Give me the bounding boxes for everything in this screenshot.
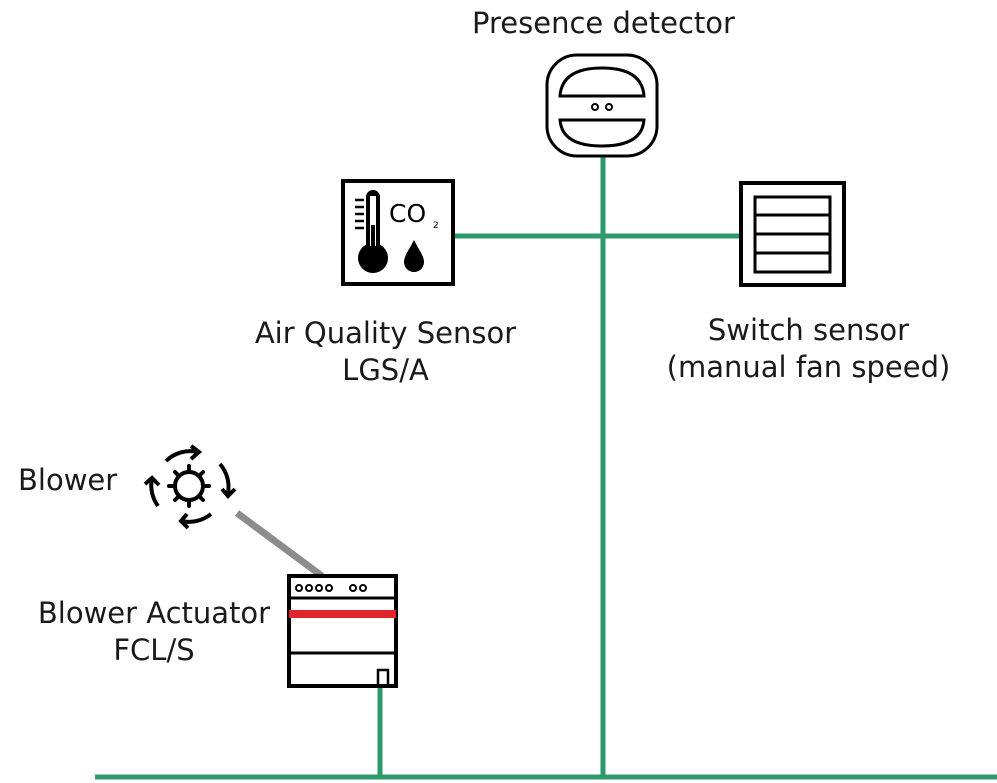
blower-label: Blower (18, 463, 118, 497)
presence-detector-icon (545, 53, 659, 158)
blower-icon (143, 444, 237, 530)
co2-text: CO (389, 199, 426, 228)
air-quality-sensor-label: Air Quality Sensor (254, 316, 517, 350)
blower-actuator-icon (287, 574, 398, 688)
air-quality-model-label: LGS/A (342, 353, 429, 387)
blower-actuator-label: Blower Actuator (37, 596, 271, 630)
switch-sensor-note-label: (manual fan speed) (666, 350, 951, 384)
blower-link-line (234, 510, 325, 579)
co2-subscript: 2 (433, 221, 439, 231)
switch-sensor-icon (739, 181, 846, 287)
blower-actuator-model-label: FCL/S (113, 633, 195, 667)
bus-lines (95, 156, 997, 780)
switch-sensor-label: Switch sensor (707, 313, 910, 347)
air-quality-sensor-icon: CO 2 (341, 179, 455, 286)
presence-detector-label: Presence detector (472, 6, 735, 40)
